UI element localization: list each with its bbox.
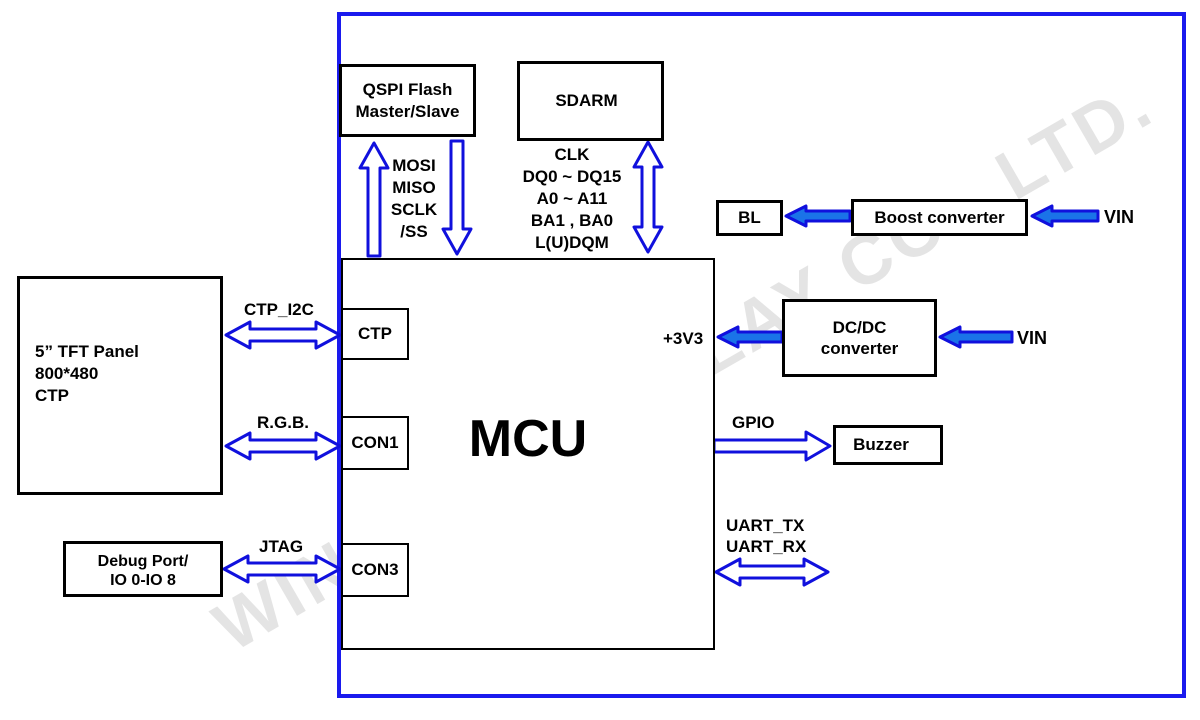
con1-port-label: CON1 <box>351 433 399 452</box>
signal-mosi: MOSI <box>392 156 436 175</box>
ctp-port-label: CTP <box>358 324 392 343</box>
signal-ba: BA1 , BA0 <box>530 211 614 230</box>
con3-port-label: CON3 <box>351 560 399 579</box>
vin-to-boost-arrow <box>1030 204 1100 228</box>
qspi-flash-block: QSPI Flash Master/Slave <box>339 64 476 137</box>
tft-label-line2: 800*480 <box>35 364 99 383</box>
uart-arrow <box>714 557 830 587</box>
boost-converter-block: Boost converter <box>851 199 1028 236</box>
tft-label-line3: CTP <box>35 386 69 405</box>
sdram-label: SDARM <box>555 91 618 110</box>
signal-uart-tx: UART_TX <box>726 516 805 535</box>
signal-uart-rx: UART_RX <box>726 537 807 556</box>
rgb-label: R.G.B. <box>257 413 309 432</box>
con1-port: CON1 <box>341 416 409 470</box>
bl-block: BL <box>716 200 783 236</box>
vin-boost-label: VIN <box>1104 207 1135 227</box>
buzzer-block: Buzzer <box>833 425 943 465</box>
ctp-port: CTP <box>341 308 409 360</box>
signal-ss: /SS <box>400 222 428 241</box>
debug-label-line2: IO 0-IO 8 <box>110 572 176 589</box>
dcdc-label-line2: converter <box>820 339 899 358</box>
v3v3-label: +3V3 <box>663 329 704 348</box>
jtag-label: JTAG <box>259 537 304 556</box>
sdram-bus-arrow <box>632 140 664 254</box>
vin-dcdc-label: VIN <box>1017 328 1048 348</box>
con3-port: CON3 <box>341 543 409 597</box>
signal-addr: A0 ~ A11 <box>536 189 608 208</box>
dcdc-to-3v3-arrow <box>716 325 784 349</box>
sdram-signal-list: CLK DQ0 ~ DQ15 A0 ~ A11 BA1 , BA0 L(U)DQ… <box>502 144 642 254</box>
dcdc-converter-block: DC/DC converter <box>782 299 937 377</box>
gpio-label: GPIO <box>732 413 775 432</box>
spi-signal-list: MOSI MISO SCLK /SS <box>388 155 440 243</box>
jtag-arrow <box>222 554 342 584</box>
debug-label-line1: Debug Port/ <box>97 553 189 570</box>
tft-panel-block: 5” TFT Panel 800*480 CTP <box>17 276 223 495</box>
debug-port-block: Debug Port/ IO 0-IO 8 <box>63 541 223 597</box>
bl-label: BL <box>738 208 761 227</box>
qspi-label-line2: Master/Slave <box>355 101 460 121</box>
mcu-label: MCU <box>468 410 588 468</box>
rgb-arrow <box>224 431 342 461</box>
uart-signal-list: UART_TX UART_RX <box>726 515 806 557</box>
vin-to-dcdc-arrow <box>938 325 1014 349</box>
boost-label: Boost converter <box>874 207 1005 227</box>
ctp-i2c-label: CTP_I2C <box>244 300 314 319</box>
tft-label-line1: 5” TFT Panel <box>35 342 139 361</box>
signal-dq: DQ0 ~ DQ15 <box>522 167 622 186</box>
system-boundary <box>337 12 1186 698</box>
signal-miso: MISO <box>392 178 436 197</box>
signal-dqm: L(U)DQM <box>535 233 609 252</box>
ctp-i2c-arrow <box>224 320 342 350</box>
boost-to-bl-arrow <box>784 204 852 228</box>
signal-sclk: SCLK <box>390 200 438 219</box>
qspi-up-arrow <box>358 141 390 258</box>
gpio-arrow <box>712 430 832 462</box>
signal-clk: CLK <box>554 145 590 164</box>
buzzer-label: Buzzer <box>853 435 909 454</box>
sdram-block: SDARM <box>517 61 664 141</box>
qspi-label-line1: QSPI Flash <box>362 79 453 99</box>
qspi-down-arrow <box>441 139 473 256</box>
dcdc-label-line1: DC/DC <box>832 318 887 337</box>
